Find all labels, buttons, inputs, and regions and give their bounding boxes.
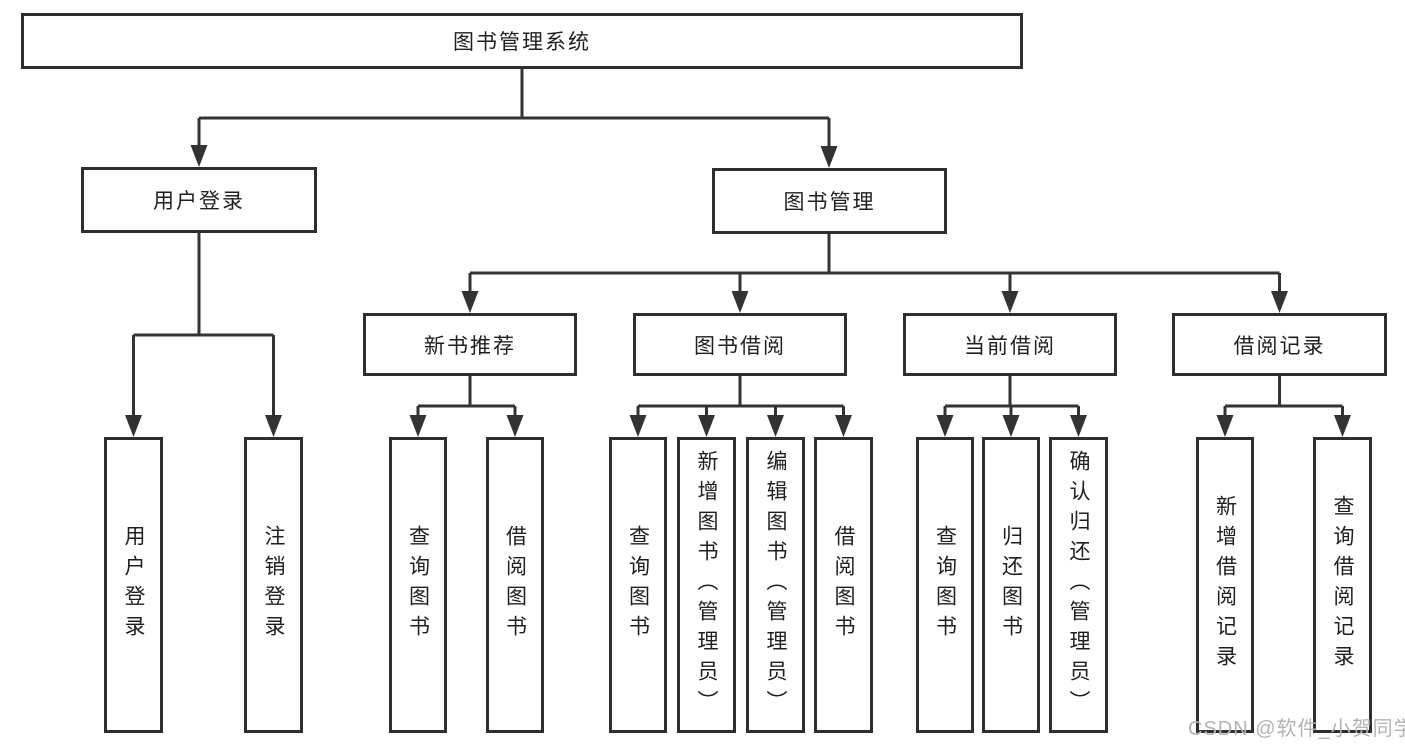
node-borrow-records: 借阅记录 [1172, 313, 1387, 376]
node-label: 注销登录 [262, 525, 285, 645]
leaf-query-borrow-record: 查询借阅记录 [1313, 437, 1372, 733]
leaf-user-login: 用户登录 [104, 437, 163, 733]
leaf-confirm-return-admin: 确认归还（管理员） [1049, 437, 1108, 733]
leaf-edit-book-admin: 编辑图书（管理员） [746, 437, 805, 733]
node-label: 编辑图书（管理员） [764, 450, 787, 720]
node-label: 查询图书 [406, 525, 430, 645]
leaf-borrow-books-recommend: 借阅图书 [486, 437, 544, 733]
node-book-management: 图书管理 [712, 168, 947, 234]
node-label: 归还图书 [999, 525, 1023, 645]
node-current-borrow: 当前借阅 [903, 313, 1117, 376]
leaf-logout: 注销登录 [244, 437, 303, 733]
node-label: 查询图书 [933, 525, 957, 645]
leaf-query-books-current: 查询图书 [916, 437, 974, 733]
watermark-text: CSDN @软件_小贺同学 [1188, 718, 1405, 740]
node-label: 图书管理 [783, 191, 876, 214]
leaf-query-books-recommend: 查询图书 [389, 437, 447, 733]
leaf-borrow-books: 借阅图书 [814, 437, 873, 733]
node-label: 当前借阅 [964, 334, 1056, 358]
node-label: 用户登录 [122, 525, 145, 645]
node-new-book-recommend: 新书推荐 [363, 313, 577, 376]
leaf-return-book: 归还图书 [982, 437, 1040, 733]
node-label: 新增借阅记录 [1213, 495, 1237, 675]
node-book-borrow: 图书借阅 [633, 313, 847, 376]
node-label: 用户登录 [153, 190, 245, 213]
node-label: 新增图书（管理员） [695, 450, 718, 720]
node-label: 借阅图书 [503, 525, 527, 645]
node-root: 图书管理系统 [21, 13, 1023, 69]
leaf-query-books-borrow: 查询图书 [609, 437, 667, 733]
node-label: 借阅记录 [1233, 334, 1326, 358]
leaf-add-book-admin: 新增图书（管理员） [677, 437, 736, 733]
node-label: 借阅图书 [832, 525, 855, 645]
node-label: 确认归还（管理员） [1067, 450, 1090, 720]
node-label: 图书管理系统 [453, 31, 591, 54]
node-user-login: 用户登录 [81, 167, 317, 233]
node-label: 查询图书 [626, 525, 650, 645]
node-label: 查询借阅记录 [1331, 495, 1354, 675]
node-label: 图书借阅 [694, 334, 786, 358]
leaf-add-borrow-record: 新增借阅记录 [1196, 437, 1254, 733]
node-label: 新书推荐 [424, 334, 516, 358]
